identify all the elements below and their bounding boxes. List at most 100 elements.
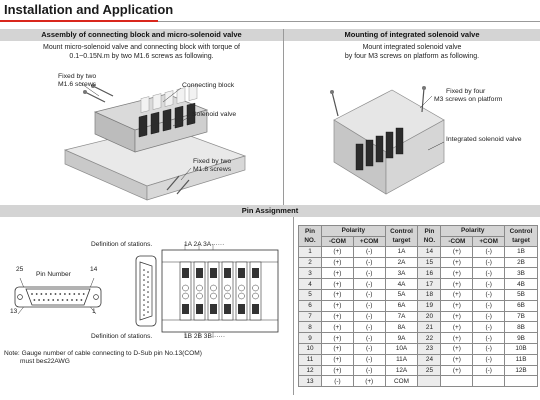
pin-number-cell: 10 — [297, 342, 323, 355]
control-target-cell: 1A — [384, 245, 419, 258]
left-callout-top-1: Fixed by two — [58, 73, 97, 80]
pin-number-cell: 25 — [417, 364, 442, 377]
polarity-cell: (+) — [440, 310, 474, 323]
pin-number-label: Pin Number — [36, 271, 71, 278]
control-target-cell: 2B — [504, 256, 538, 269]
polarity-cell: (+) — [440, 353, 474, 366]
control-target-cell: 3A — [384, 267, 419, 280]
right-panel-desc-1: Mount integrated solenoid valve — [362, 44, 462, 51]
control-target-cell: 6B — [504, 299, 538, 312]
control-target-cell: 2A — [384, 256, 419, 269]
polarity-cell: (-) — [352, 267, 386, 280]
th-polarity-2: Polarity — [440, 225, 506, 237]
control-target-cell: 7A — [384, 310, 419, 323]
polarity-cell: (+) — [440, 267, 474, 280]
polarity-cell: (-) — [472, 245, 506, 258]
page-title: Installation and Application — [4, 2, 174, 17]
polarity-cell: (-) — [472, 256, 506, 269]
polarity-cell: (-) — [472, 342, 506, 355]
pin-number-cell: 17 — [417, 278, 442, 290]
left-callout-bottom-2: M1.8 screws — [193, 166, 232, 173]
stations-bottom-labels: 1B 2B 3B······ — [184, 333, 226, 340]
right-callout-top-1: Fixed by four — [446, 88, 486, 95]
polarity-cell: (-) — [352, 364, 386, 377]
polarity-cell: (+) — [321, 364, 354, 377]
title-divider — [158, 20, 540, 22]
control-target-cell: 12B — [504, 364, 538, 377]
polarity-cell: (+) — [321, 267, 354, 280]
control-target-cell: 9B — [504, 332, 538, 344]
def-stations-top: Definition of stations. — [91, 241, 153, 248]
pin-number-cell: 22 — [417, 332, 442, 344]
pin-number-cell: 20 — [417, 310, 442, 323]
polarity-cell: (+) — [440, 278, 474, 290]
polarity-cell: (-) — [472, 310, 506, 323]
def-stations-bottom: Definition of stations. — [91, 333, 153, 340]
pin-number-cell: 21 — [417, 321, 442, 334]
th-minus-com-2: -COM — [440, 235, 474, 247]
polarity-cell: (+) — [321, 353, 354, 366]
section-divider — [293, 217, 294, 395]
control-target-cell: 4B — [504, 278, 538, 290]
polarity-cell: (-) — [472, 353, 506, 366]
left-callout-connecting-block: Connecting block — [182, 82, 235, 89]
polarity-cell: (+) — [321, 288, 354, 301]
control-target-cell: 8A — [384, 321, 419, 334]
polarity-cell: (+) — [321, 278, 354, 290]
th-plus-com-2: +COM — [472, 235, 506, 247]
pin-number-cell: 3 — [297, 267, 323, 280]
polarity-cell: (+) — [321, 332, 354, 344]
polarity-cell: (-) — [352, 342, 386, 355]
control-target-cell: 6A — [384, 299, 419, 312]
empty-cell — [472, 375, 506, 388]
cable-note-line-2: must be≤22AWG — [20, 358, 70, 365]
left-panel-desc-1: Mount micro-solenoid valve and connectin… — [43, 44, 240, 51]
integrated-solenoid-drawing — [330, 86, 445, 195]
polarity-cell: (+) — [321, 245, 354, 258]
left-callout-bottom-1: Fixed by two — [193, 158, 232, 165]
polarity-cell: (-) — [472, 278, 506, 290]
control-target-cell: 11A — [384, 353, 419, 366]
panel-divider — [283, 29, 284, 205]
polarity-cell: (+) — [321, 256, 354, 269]
control-target-cell: 11B — [504, 353, 538, 366]
title-accent-rule — [0, 20, 158, 22]
pin-label-13: 13 — [10, 308, 18, 315]
polarity-cell: (-) — [352, 245, 386, 258]
control-target-cell: 5A — [384, 288, 419, 301]
connecting-block-solenoid-drawing — [63, 81, 247, 201]
polarity-cell: (-) — [352, 353, 386, 366]
th-minus-com: -COM — [321, 235, 354, 247]
polarity-cell: (+) — [321, 321, 354, 334]
right-callout-integrated: Integrated solenoid valve — [446, 136, 522, 143]
station-diagram — [135, 244, 279, 338]
polarity-cell: (-) — [352, 299, 386, 312]
empty-cell — [417, 375, 442, 388]
pin-number-cell: 9 — [297, 332, 323, 344]
pin-number-cell: 4 — [297, 278, 323, 290]
control-target-cell: 10A — [384, 342, 419, 355]
pin-number-cell: 16 — [417, 267, 442, 280]
pin-label-25: 25 — [16, 266, 24, 273]
control-target-cell: 4A — [384, 278, 419, 290]
polarity-cell: (-) — [352, 310, 386, 323]
polarity-cell: (+) — [440, 342, 474, 355]
th-polarity: Polarity — [321, 225, 386, 237]
polarity-cell: (+) — [440, 332, 474, 344]
empty-cell — [440, 375, 474, 388]
polarity-cell: (+) — [321, 310, 354, 323]
pin-number-cell: 15 — [417, 256, 442, 269]
polarity-cell: (+) — [321, 342, 354, 355]
